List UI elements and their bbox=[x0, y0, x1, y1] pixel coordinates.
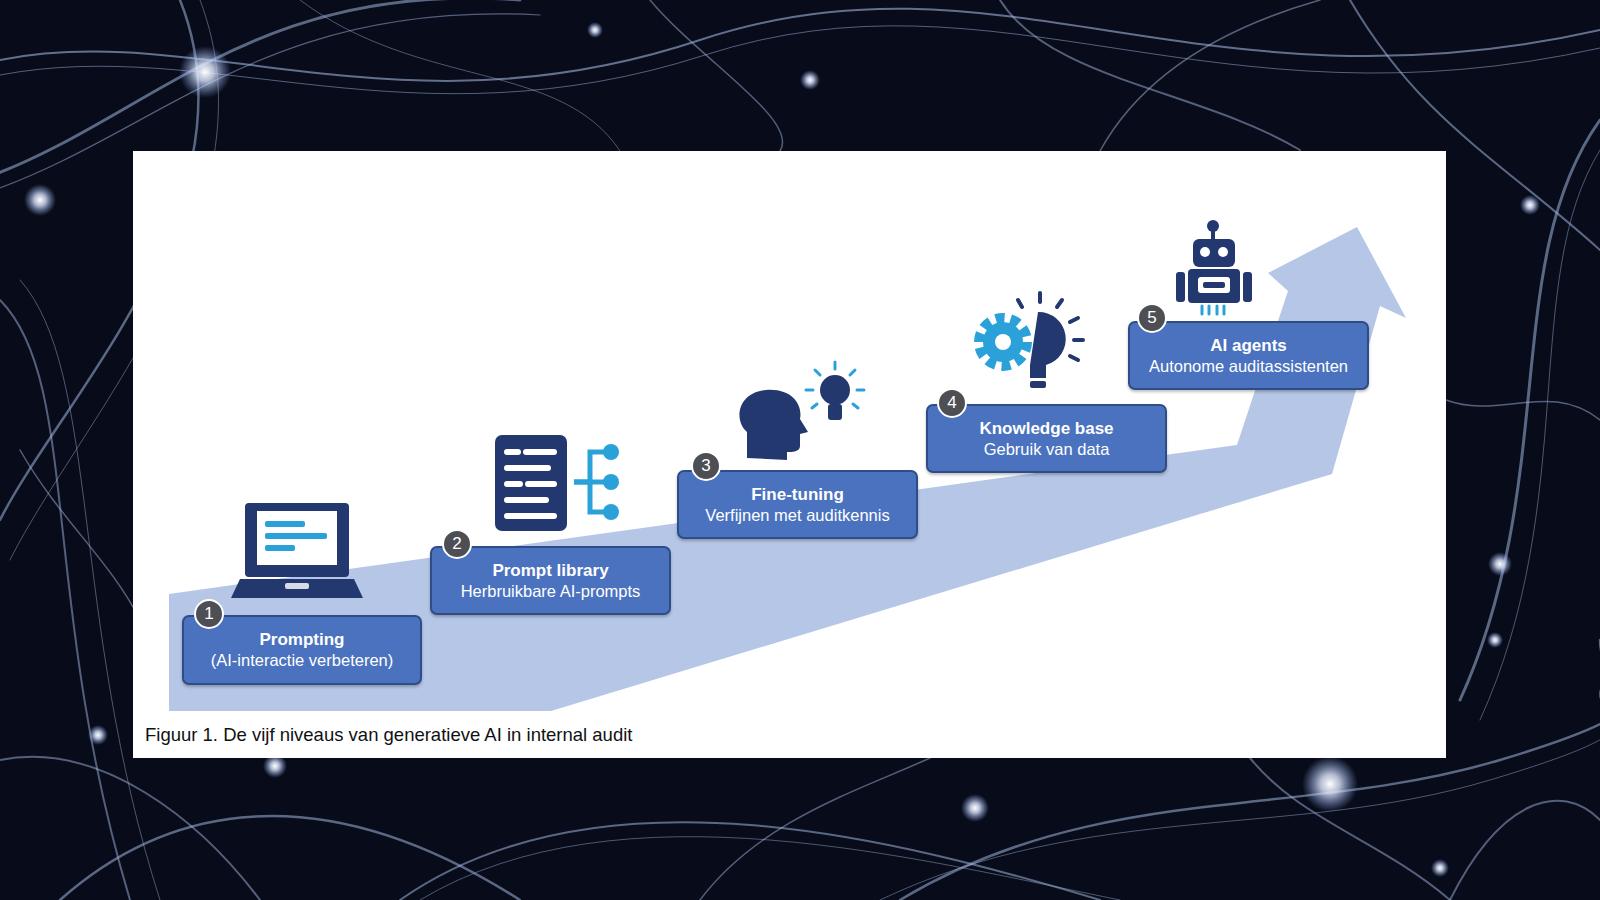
level-title: Prompt library bbox=[492, 560, 608, 581]
callout-number: 2 bbox=[442, 529, 472, 559]
level-title: Fine-tuning bbox=[751, 484, 844, 505]
horizon-line bbox=[832, 621, 1380, 623]
callout-number: 5 bbox=[1137, 303, 1167, 333]
level-box: Fine-tuningVerfijnen met auditkennis bbox=[677, 470, 918, 539]
laptop-icon bbox=[231, 503, 363, 598]
glow-nodes bbox=[24, 22, 1540, 877]
level-box: Knowledge baseGebruik van data bbox=[926, 404, 1167, 473]
level-description: Autonome auditassistenten bbox=[1149, 356, 1348, 377]
callout-number: 3 bbox=[691, 451, 721, 481]
level-description: Herbruikbare AI-prompts bbox=[461, 581, 641, 602]
level-description: Verfijnen met auditkennis bbox=[705, 505, 889, 526]
level-title: Knowledge base bbox=[979, 418, 1113, 439]
white-panel bbox=[133, 151, 1446, 758]
level-box: Prompt libraryHerbruikbare AI-prompts bbox=[430, 546, 671, 615]
prompt-library-icon bbox=[495, 435, 619, 531]
callout-number: 1 bbox=[194, 599, 224, 629]
robot-icon bbox=[1176, 220, 1252, 314]
head-bulb-icon bbox=[739, 362, 864, 460]
level-description: Gebruik van data bbox=[984, 439, 1110, 460]
level-description: (AI-interactie verbeteren) bbox=[211, 650, 394, 671]
gear-bulb-icon bbox=[979, 293, 1083, 388]
figure-caption: Figuur 1. De vijf niveaus van generatiev… bbox=[145, 724, 632, 746]
level-box: AI agentsAutonome auditassistenten bbox=[1128, 321, 1369, 390]
growth-arrow bbox=[169, 227, 1406, 711]
level-title: AI agents bbox=[1210, 335, 1287, 356]
callout-number: 4 bbox=[937, 388, 967, 418]
level-title: Prompting bbox=[260, 629, 345, 650]
